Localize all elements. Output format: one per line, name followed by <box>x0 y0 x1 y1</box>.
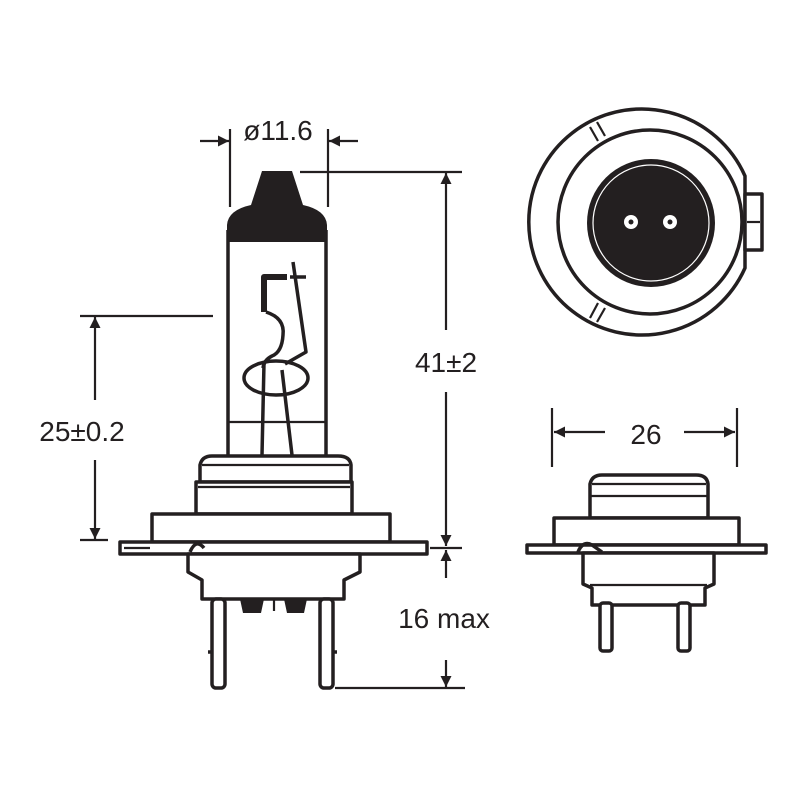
pin-left <box>210 597 227 690</box>
contact-holes <box>624 215 677 229</box>
base-width-label: 26 <box>630 419 661 450</box>
glass-tube <box>226 230 328 455</box>
base-side-view: 26 <box>525 408 768 653</box>
height-dimension: 41±2 16 max <box>300 170 490 690</box>
connector-housing <box>186 552 362 601</box>
connector-housing-side <box>581 551 716 607</box>
height-label: 41±2 <box>415 347 477 378</box>
pin-side-right <box>676 601 692 653</box>
light-center-label: 25±0.2 <box>39 416 124 447</box>
base-collar <box>198 454 353 484</box>
base-flange-side <box>552 516 741 547</box>
bulb-tip-cap <box>227 171 327 242</box>
pin-right <box>318 597 335 690</box>
pin-side-left <box>598 601 614 653</box>
pin-length-label: 16 max <box>398 603 490 634</box>
housing-nub <box>240 599 307 613</box>
mounting-plate <box>118 540 429 556</box>
base-flange <box>150 512 392 544</box>
bulb-side-view <box>118 171 429 690</box>
light-center-dimension: 25±0.2 <box>39 314 213 542</box>
bulb-top-view <box>527 107 764 337</box>
diameter-dimension: ø11.6 <box>200 115 358 207</box>
rim-notch-bottom <box>589 302 606 323</box>
filament <box>228 261 326 456</box>
diameter-label: ø11.6 <box>243 115 313 146</box>
rim-notch-top <box>589 121 606 142</box>
base-disk <box>587 159 715 287</box>
